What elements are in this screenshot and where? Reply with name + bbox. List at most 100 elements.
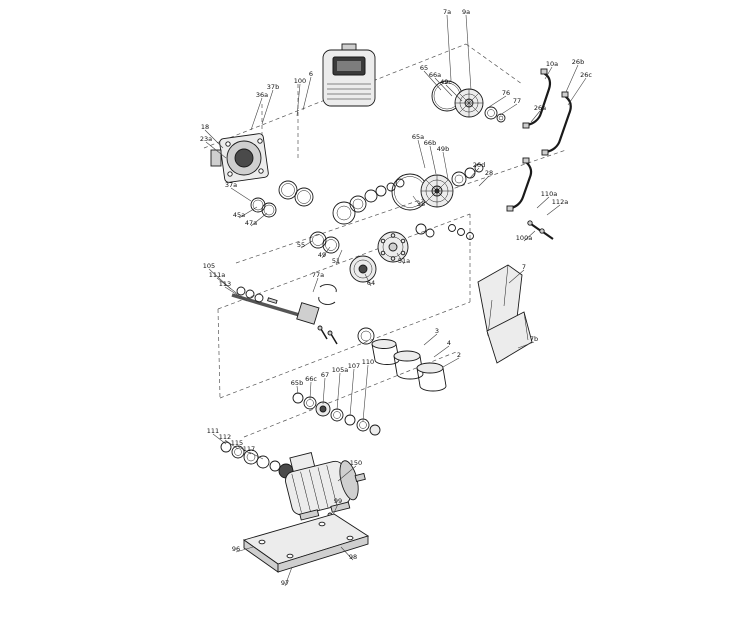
- part-label-110a: 110a: [541, 190, 557, 198]
- washer-set-mid: [415, 163, 484, 240]
- part-label-65b: 65b: [291, 379, 303, 387]
- leader-line-65b: [296, 385, 299, 395]
- leader-line-18: [204, 129, 224, 149]
- leader-line-113: [224, 286, 248, 302]
- leader-line-110a: [536, 196, 550, 209]
- shaft-seal-stack: [220, 441, 294, 479]
- leader-line-110: [362, 364, 369, 422]
- part-label-28: 28: [485, 169, 493, 177]
- part-label-99: 99: [334, 497, 342, 505]
- impeller-top: [454, 88, 484, 118]
- part-label-112a: 112a: [552, 198, 568, 206]
- part-label-100: 100: [294, 77, 306, 85]
- coupling-guard-upper: [477, 264, 523, 336]
- base-plate: [242, 513, 370, 573]
- leader-line-51: [335, 249, 343, 265]
- part-label-37a: 37a: [225, 181, 237, 189]
- part-label-51a: 51a: [398, 257, 410, 265]
- part-label-10a: 10a: [546, 60, 558, 68]
- leader-line-76: [488, 95, 507, 108]
- leader-line-115: [236, 445, 252, 455]
- leader-line-112: [224, 439, 239, 450]
- part-label-47a: 47a: [245, 219, 257, 227]
- leader-line-2: [442, 357, 460, 368]
- leader-line-55: [300, 240, 313, 249]
- part-label-4: 4: [447, 339, 451, 347]
- part-label-77: 77: [513, 97, 521, 105]
- leader-line-111a: [216, 277, 240, 296]
- part-label-105a: 105a: [332, 366, 348, 374]
- part-label-45a: 45a: [233, 211, 245, 219]
- leader-line-26b: [565, 64, 579, 93]
- leader-line-38: [412, 195, 422, 208]
- part-label-65: 65: [420, 64, 428, 72]
- leader-line-28: [478, 175, 490, 187]
- part-label-76: 76: [502, 89, 510, 97]
- part-label-55: 55: [297, 241, 305, 249]
- part-label-3: 3: [435, 327, 439, 335]
- leader-line-66c: [309, 381, 312, 400]
- leader-line-4: [433, 345, 450, 358]
- leader-line-100a: [523, 230, 536, 242]
- part-label-23a: 23a: [200, 135, 212, 143]
- part-label-112: 112: [219, 433, 231, 441]
- leader-line-65: [423, 70, 442, 91]
- leader-line-111: [212, 433, 227, 445]
- part-label-26c: 26c: [580, 71, 592, 79]
- leader-line-98: [340, 546, 354, 561]
- washer-set-top: [484, 106, 506, 123]
- leader-line-49b: [442, 151, 449, 180]
- leader-line-96: [235, 546, 254, 553]
- part-label-111a: 111a: [209, 271, 225, 279]
- leader-line-66b: [429, 145, 437, 175]
- part-label-6: 6: [309, 70, 313, 78]
- leader-line-49: [321, 246, 331, 259]
- shaft-key: [267, 297, 278, 304]
- airvent-pipe-2: [541, 91, 572, 156]
- part-label-49: 49: [318, 251, 326, 259]
- part-label-117: 117: [243, 445, 255, 453]
- leader-line-107: [349, 368, 355, 417]
- leader-line-100: [296, 83, 301, 117]
- leader-line-7b: [517, 341, 535, 349]
- leader-line-7: [508, 269, 525, 284]
- part-label-66c: 66c: [305, 375, 317, 383]
- leader-line-150: [337, 465, 357, 482]
- part-label-150: 150: [350, 459, 362, 467]
- part-label-113: 113: [219, 280, 231, 288]
- part-label-98: 98: [349, 553, 357, 561]
- pump-housing: [210, 133, 269, 183]
- leader-line-65a: [417, 139, 426, 169]
- part-label-66a: 66a: [429, 71, 441, 79]
- part-label-67: 67: [321, 371, 329, 379]
- part-label-51: 51: [332, 257, 340, 265]
- impeller-mid: [420, 174, 454, 208]
- part-label-110: 110: [362, 358, 374, 366]
- chamber-stack: [357, 327, 447, 392]
- coupling-guard-lower: [486, 311, 533, 364]
- part-label-36a: 36a: [256, 91, 268, 99]
- leader-line-51a: [396, 252, 405, 265]
- part-label-111: 111: [207, 427, 219, 435]
- leader-line-26a: [530, 110, 541, 123]
- part-label-100a: 100a: [516, 234, 532, 242]
- leader-line-49c: [445, 84, 463, 102]
- part-label-65a: 65a: [412, 133, 424, 141]
- leader-line-64: [364, 273, 372, 287]
- leader-line-9a: [465, 14, 472, 91]
- impeller-flange: [377, 231, 409, 263]
- part-label-77a: 77a: [312, 271, 324, 279]
- leader-line-37b: [261, 89, 274, 125]
- leader-line-36a: [250, 97, 263, 131]
- leader-line-105a: [336, 372, 341, 411]
- leader-line-6: [302, 76, 312, 111]
- part-label-26b: 26b: [572, 58, 584, 66]
- part-label-2: 2: [457, 351, 461, 359]
- leader-line-47a: [250, 212, 268, 227]
- part-label-18: 18: [201, 123, 209, 131]
- leader-line-3: [423, 333, 438, 346]
- leader-line-66a: [434, 77, 453, 97]
- part-label-38: 38: [417, 200, 425, 208]
